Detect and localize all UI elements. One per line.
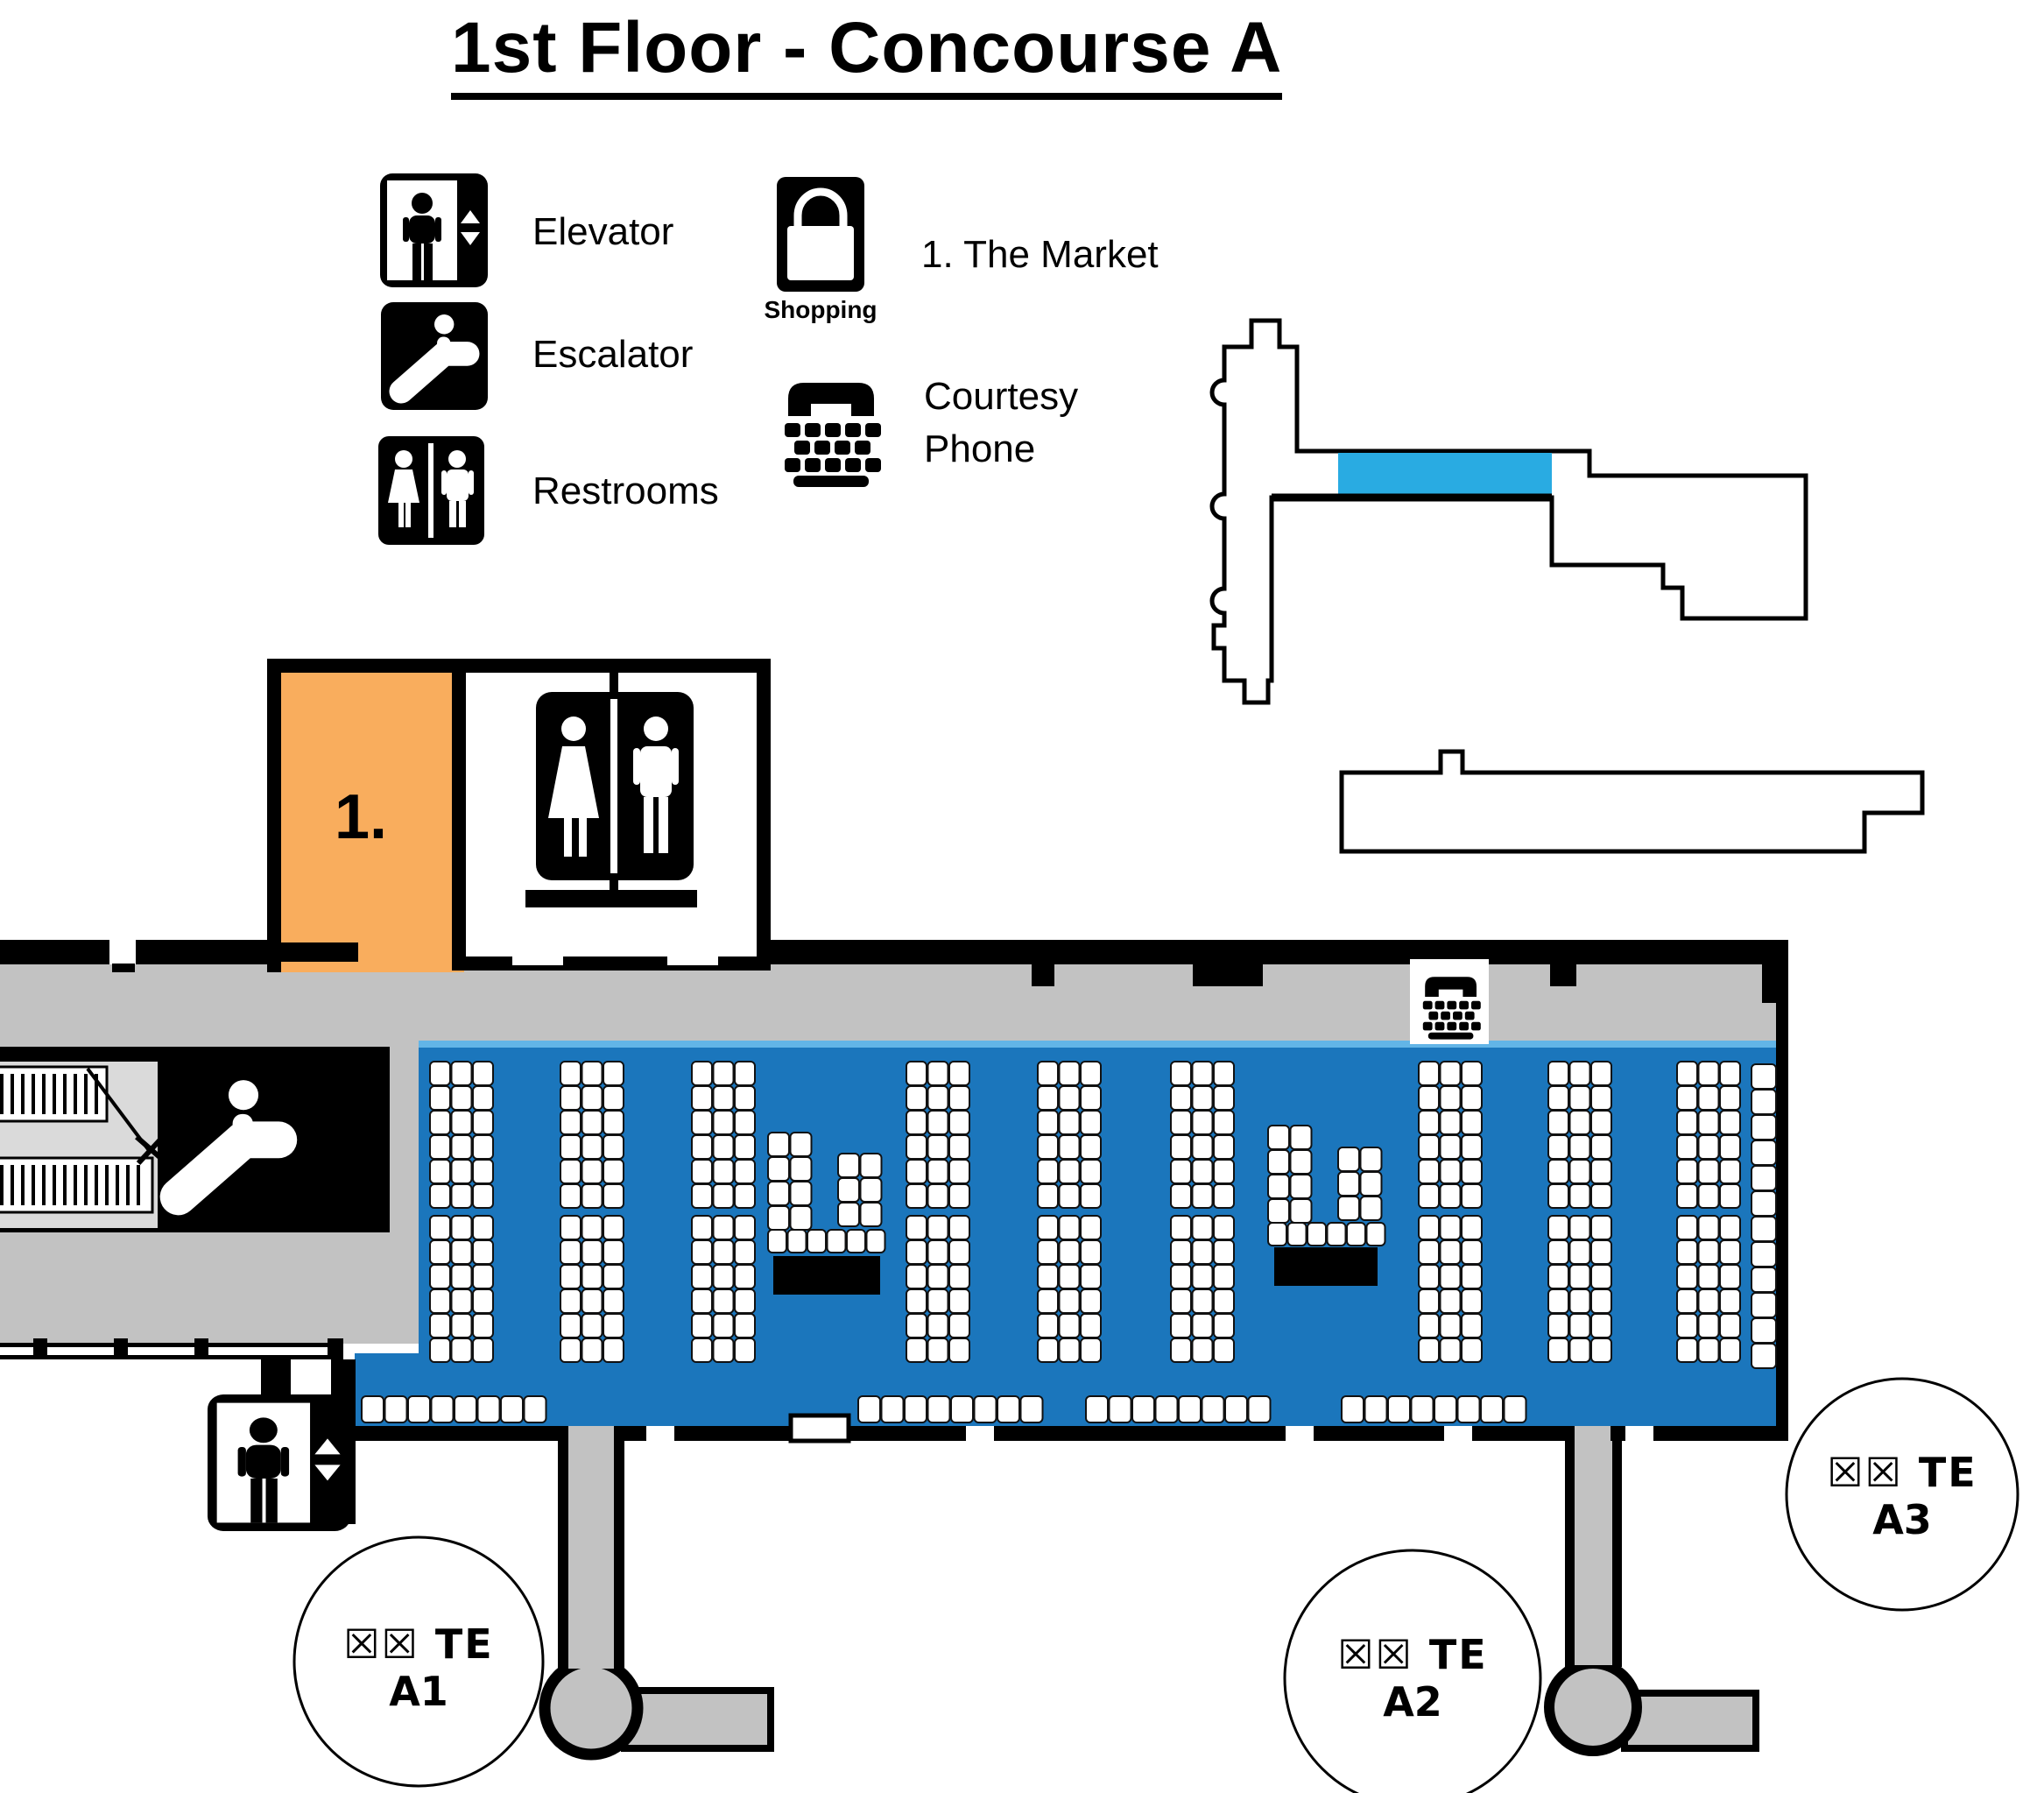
gate-label-a1: ☒☒ TE A1 — [278, 1620, 559, 1715]
window-wall — [0, 1338, 343, 1359]
locator-mini-map — [1209, 318, 1925, 854]
legend-label-courtesy: Courtesy — [924, 375, 1079, 418]
seating-rows — [361, 1061, 1777, 1423]
jet-bridge-a2 — [1544, 1441, 1759, 1756]
legend-label-restrooms: Restrooms — [532, 469, 719, 512]
terminal-outline — [1209, 318, 1808, 705]
jet-bridge-a1 — [539, 1439, 774, 1761]
kiosk-counter — [1274, 1247, 1378, 1286]
gate-label-a2: ☒☒ TE A2 — [1272, 1631, 1553, 1726]
kiosk-counter — [773, 1256, 880, 1295]
escalator-icon — [381, 302, 488, 410]
elevator-map-icon — [208, 1394, 351, 1531]
legend-label-elevator: Elevator — [532, 210, 674, 253]
courtesy-phone-location-icon — [1410, 959, 1489, 1044]
legend-label-escalator: Escalator — [532, 333, 694, 376]
gate-a3-line2: A3 — [1872, 1496, 1932, 1543]
market-room-number: 1. — [335, 782, 388, 852]
gate-a2-line2: A2 — [1383, 1678, 1442, 1726]
legend-caption-shopping: Shopping — [764, 296, 878, 323]
page-title: 1st Floor - Concourse A — [451, 7, 1283, 100]
gate-a2-line1: ☒☒ TE — [1337, 1631, 1488, 1678]
concourse-outline-lower — [1339, 749, 1925, 854]
elevator-icon — [380, 173, 488, 287]
door-vestibule — [788, 1413, 851, 1444]
shopping-bag-icon — [777, 177, 864, 292]
restrooms-icon — [378, 436, 484, 545]
gate-circle-a1 — [293, 1535, 545, 1788]
courtesy-phone-icon — [785, 383, 881, 487]
restroom-room — [452, 659, 771, 971]
gate-circle-a3 — [1785, 1377, 2019, 1612]
concourse-floor-plan — [0, 659, 2019, 1793]
gate-a1-line1: ☒☒ TE — [343, 1620, 494, 1668]
escalator-well — [0, 1047, 390, 1232]
gate-a1-line2: A1 — [389, 1668, 448, 1715]
legend-label-phone: Phone — [924, 427, 1036, 470]
restroom-sign-icon — [536, 692, 694, 880]
you-are-here-highlight — [1338, 453, 1552, 496]
gate-circle-a2 — [1283, 1549, 1542, 1793]
legend-entry-the-market: 1. The Market — [921, 233, 1159, 276]
market-room — [267, 659, 464, 972]
gate-label-a3: ☒☒ TE A3 — [1762, 1449, 2042, 1543]
gate-a3-line1: ☒☒ TE — [1827, 1449, 1977, 1496]
